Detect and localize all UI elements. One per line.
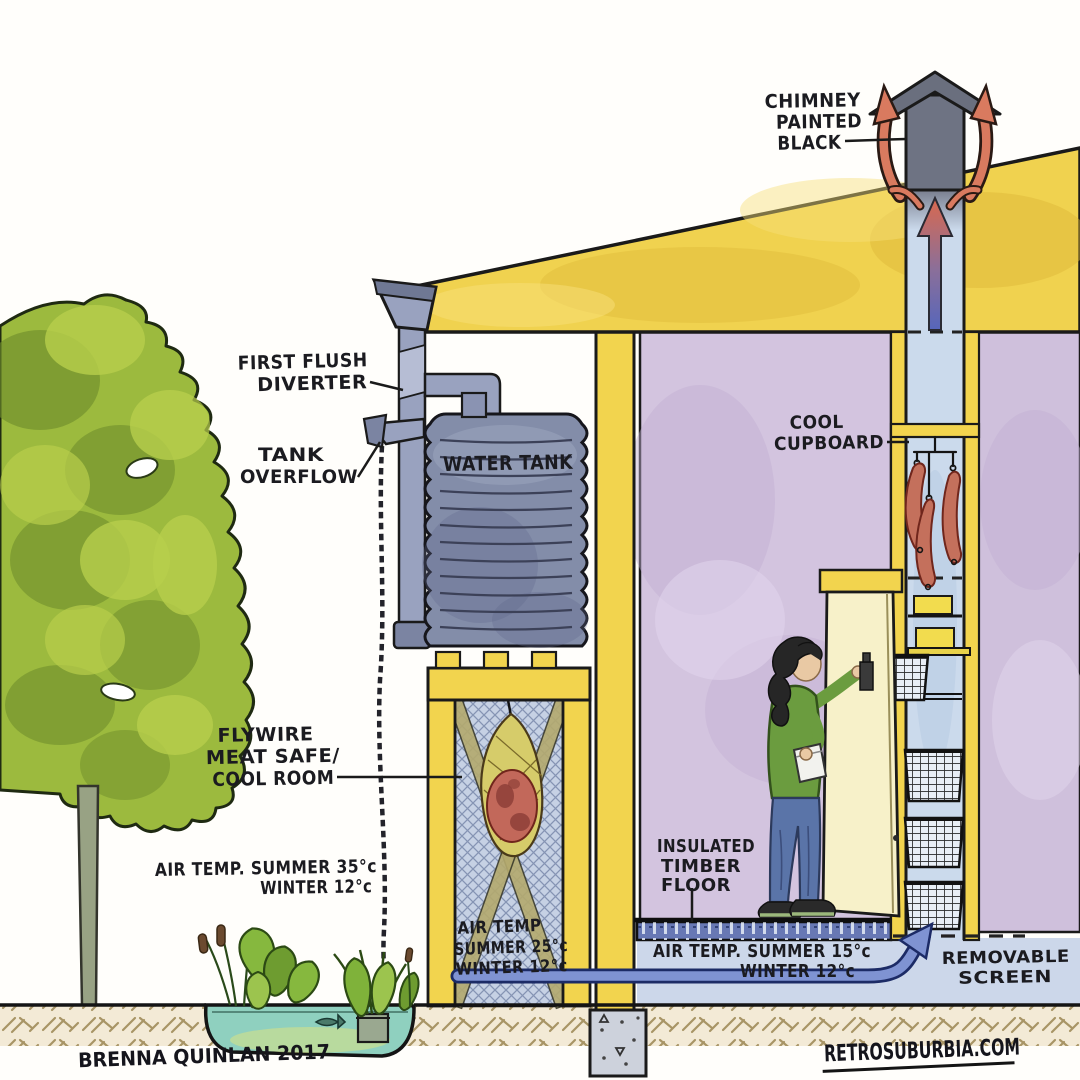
meat-safe-temp-line3: WINTER 12°c [455,956,568,980]
screen-label-line2: SCREEN [958,967,1052,989]
meat-safe-temp-line1: AIR TEMP [457,916,542,939]
chimney-stack [904,93,966,192]
meat-safe-label-line3: COOL ROOM [212,767,334,791]
meat-safe-temp-line2: SUMMER 25°c [454,936,569,960]
hanging-sausages [904,435,963,591]
chimney [868,70,1002,331]
outdoor-temp-line2: WINTER 12°c [260,876,372,899]
website-underline [822,1061,1015,1073]
fish [314,1013,347,1030]
cool-cupboard-label-line2: CUPBOARD [774,432,884,455]
stand-top-beam [426,666,592,702]
hair [767,636,822,727]
water-tank: WATER TANK [422,391,589,648]
downpipe [371,278,438,650]
outdoor-temp-line1: AIR TEMP. SUMMER 35°c [155,856,377,881]
cupboard-shelves [907,595,971,656]
overflow-chain [376,445,391,1009]
tank-ribs [439,438,573,631]
jeans [768,796,822,904]
rainwater-system: WATER TANK [362,278,589,1009]
ground [0,1005,1080,1046]
leader-lines [337,137,909,922]
warm-air-out-arrows [872,82,998,211]
subfloor-temp-line2: WINTER 12°c [740,961,855,982]
floor-label-line2: TIMBER [661,856,741,877]
door-lintel [818,568,904,594]
tree-foliage-shading [0,305,217,800]
pond-plants-left [197,924,320,1010]
cool-air-arrow [450,921,934,984]
concrete-footing [588,1008,648,1078]
tree [0,293,255,1007]
meat-safe-label-line1: FLYWIRE [217,723,313,747]
first-flush-label-line1: FIRST FLUSH [237,349,368,374]
subfloor-temp-line1: AIR TEMP. SUMMER 15°c [653,941,871,962]
cupboard-door [818,568,904,918]
chimney-label-line2: PAINTED [776,110,862,133]
pond-plants-right [333,947,420,1044]
annotations: CHIMNEY PAINTED BLACK FIRST FLUSH DIVERT… [155,89,1070,989]
floor-label-line3: FLOOR [661,875,731,896]
tank-overflow-label-line2: OVERFLOW [240,466,358,488]
chimney-label-line3: BLACK [777,132,842,155]
person [757,636,874,918]
hanging-ham [480,699,544,858]
door-panel [821,590,901,918]
insulated-floor [634,917,893,942]
overflow-spout [362,413,426,449]
chimney-label-line1: CHIMNEY [764,89,860,113]
tree-trunk [76,784,100,1007]
cupboard-top-bar [889,422,981,439]
floor-label-line1: INSULATED [657,836,755,857]
pond [197,924,420,1058]
stand-post-left [426,698,457,1008]
cool-cupboard-label-line1: COOL [790,412,844,434]
tank-overflow-label-line1: TANK [258,444,325,466]
rising-air-arrow [916,195,954,331]
meat-safe-label-line2: MEAT SAFE/ [206,745,340,769]
screen-label-line1: REMOVABLE [942,947,1070,969]
shoes [757,899,836,918]
water-tank-label: WATER TANK [443,450,574,476]
first-flush-label-line2: DIVERTER [257,371,368,396]
bottle [859,652,874,691]
verandah-post [594,330,636,1012]
